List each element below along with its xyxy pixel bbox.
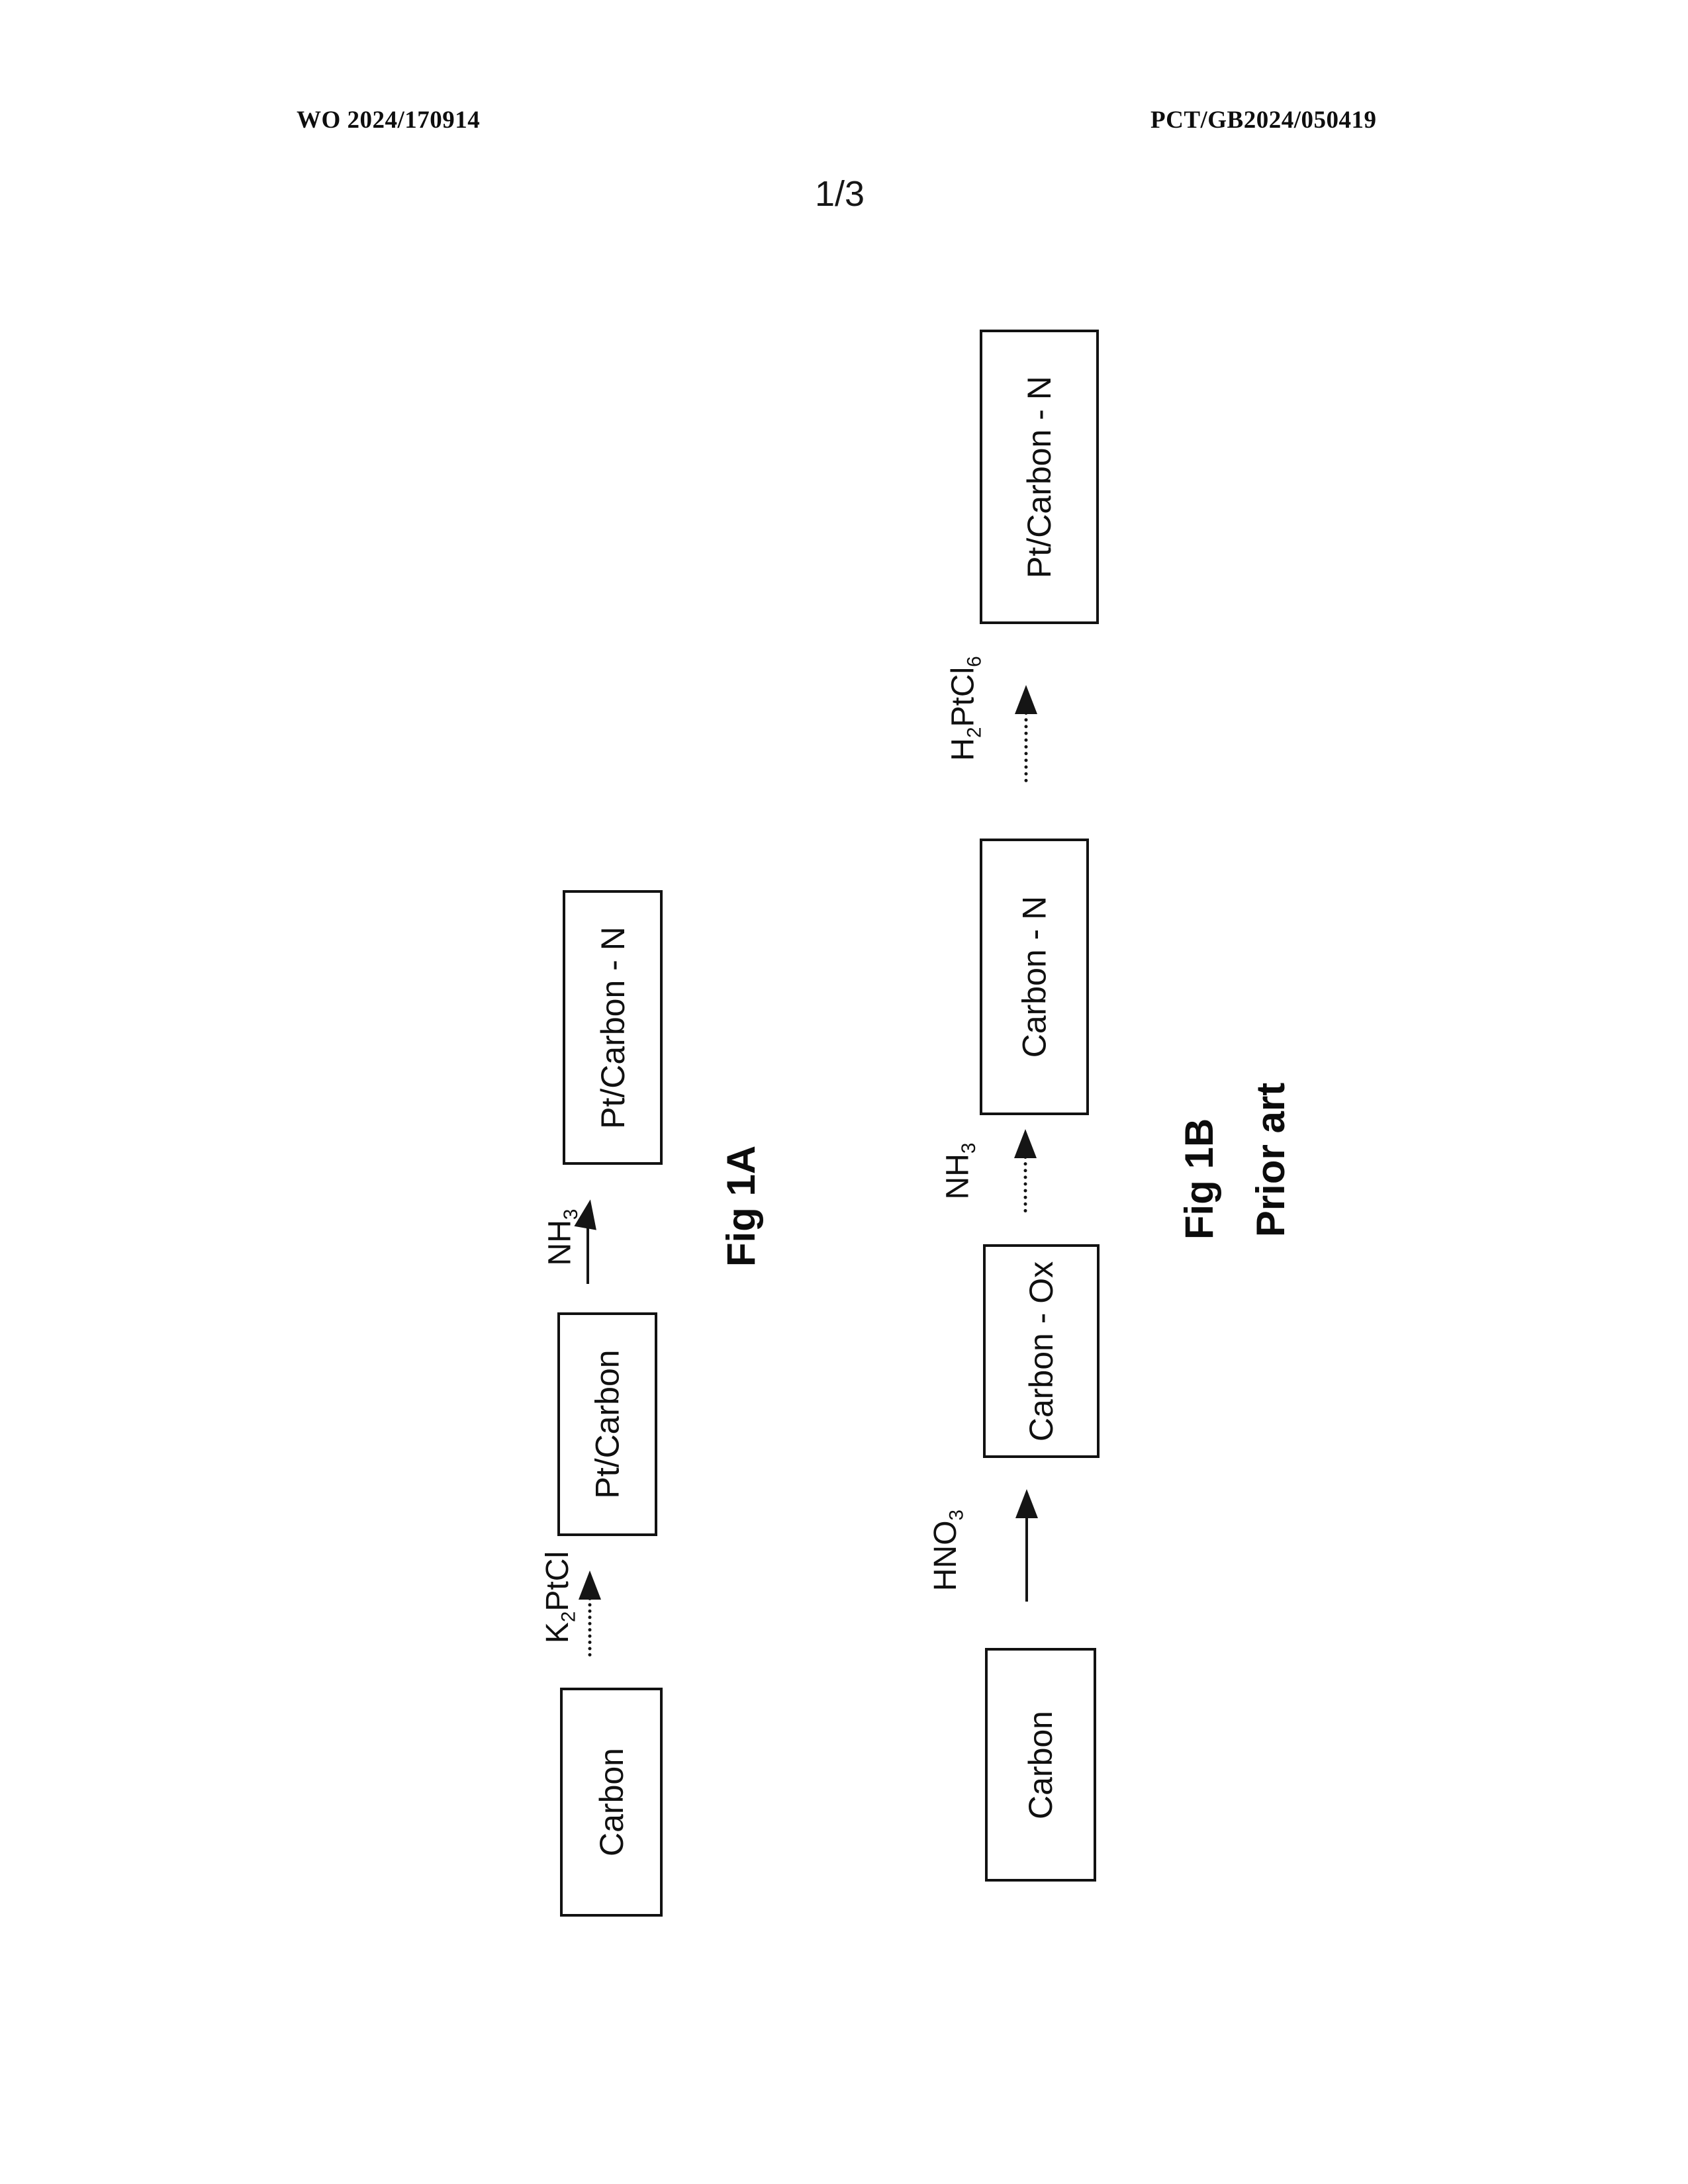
arrowhead-icon bbox=[1014, 1129, 1037, 1158]
fig1b-arrow-3-up-icon bbox=[1014, 685, 1038, 782]
fig1a-box-pt-carbon-n-label: Pt/Carbon - N bbox=[594, 926, 632, 1129]
formula-part: PtCl bbox=[540, 1551, 576, 1612]
formula-part: HNO bbox=[928, 1520, 964, 1591]
arrowhead-icon bbox=[1015, 1489, 1038, 1518]
fig1a-box-pt-carbon-label: Pt/Carbon bbox=[588, 1349, 626, 1499]
fig1b-box-pt-carbon-n-label: Pt/Carbon - N bbox=[1021, 375, 1058, 578]
fig1b-caption-text: Fig 1B bbox=[1177, 1118, 1222, 1240]
formula-part: K bbox=[540, 1621, 576, 1643]
arrowhead-icon bbox=[1015, 685, 1037, 714]
fig1b-reagent-hno3: HNO3 bbox=[906, 1497, 986, 1603]
fig1b-reagent-nh3: NH3 bbox=[918, 1128, 998, 1214]
arrow-shaft bbox=[1025, 1516, 1028, 1602]
arrowhead-icon bbox=[579, 1570, 601, 1600]
application-number: PCT/GB2024/050419 bbox=[1150, 107, 1377, 134]
formula-subscript: 2 bbox=[963, 727, 986, 738]
fig1a-caption: Fig 1A bbox=[702, 1140, 781, 1272]
fig1a-box-pt-carbon-n: Pt/Carbon - N bbox=[563, 890, 663, 1165]
formula-subscript: 3 bbox=[946, 1509, 968, 1520]
publication-number: WO 2024/170914 bbox=[297, 107, 481, 134]
formula-part: NH bbox=[940, 1153, 976, 1199]
fig1b-reagent-h2ptcl6-text: H2PtCl6 bbox=[945, 655, 986, 761]
arrow-shaft bbox=[1023, 1156, 1027, 1212]
fig1a-reagent-k2ptcl-text: K2PtCl bbox=[540, 1551, 581, 1643]
fig1a-arrow-1-up-icon bbox=[578, 1570, 602, 1657]
formula-part: NH bbox=[542, 1219, 578, 1265]
fig1b-box-pt-carbon-n: Pt/Carbon - N bbox=[980, 330, 1099, 624]
fig1b-box-carbon-ox: Carbon - Ox bbox=[983, 1244, 1100, 1458]
fig1a-arrow-2-up-icon bbox=[574, 1197, 602, 1284]
fig1b-box-carbon-ox-label: Carbon - Ox bbox=[1023, 1261, 1060, 1441]
fig1b-prior-art-label: Prior art bbox=[1231, 1073, 1311, 1246]
fig1a-box-carbon-label: Carbon bbox=[592, 1748, 630, 1856]
fig1b-reagent-hno3-text: HNO3 bbox=[928, 1509, 968, 1591]
formula-part: H bbox=[945, 737, 981, 761]
formula-subscript: 2 bbox=[558, 1611, 581, 1622]
fig1b-caption: Fig 1B bbox=[1160, 1109, 1239, 1248]
fig1b-box-carbon-label: Carbon bbox=[1022, 1710, 1059, 1819]
fig1b-box-carbon-n-label: Carbon - N bbox=[1015, 895, 1053, 1058]
formula-subscript: 3 bbox=[958, 1142, 980, 1154]
arrow-shaft bbox=[588, 1597, 592, 1657]
fig1b-arrow-1-up-icon bbox=[1015, 1489, 1039, 1602]
fig1b-prior-art-text: Prior art bbox=[1248, 1082, 1293, 1237]
fig1b-arrow-2-up-icon bbox=[1013, 1129, 1037, 1212]
fig1a-box-pt-carbon: Pt/Carbon bbox=[557, 1312, 657, 1536]
fig1b-reagent-nh3-text: NH3 bbox=[940, 1142, 980, 1199]
fig1a-box-carbon: Carbon bbox=[560, 1688, 663, 1917]
fig1a-reagent-nh3-text: NH3 bbox=[542, 1208, 583, 1265]
arrow-shaft bbox=[1024, 711, 1028, 782]
fig1b-box-carbon-n: Carbon - N bbox=[980, 839, 1089, 1115]
fig1b-box-carbon: Carbon bbox=[985, 1648, 1096, 1882]
fig1b-reagent-h2ptcl6: H2PtCl6 bbox=[923, 642, 1003, 774]
fig1a-caption-text: Fig 1A bbox=[719, 1145, 764, 1267]
arrow-shaft bbox=[586, 1226, 589, 1284]
sheet-number: 1/3 bbox=[815, 174, 865, 214]
formula-part: PtCl bbox=[945, 666, 981, 727]
formula-subscript: 6 bbox=[963, 655, 986, 667]
